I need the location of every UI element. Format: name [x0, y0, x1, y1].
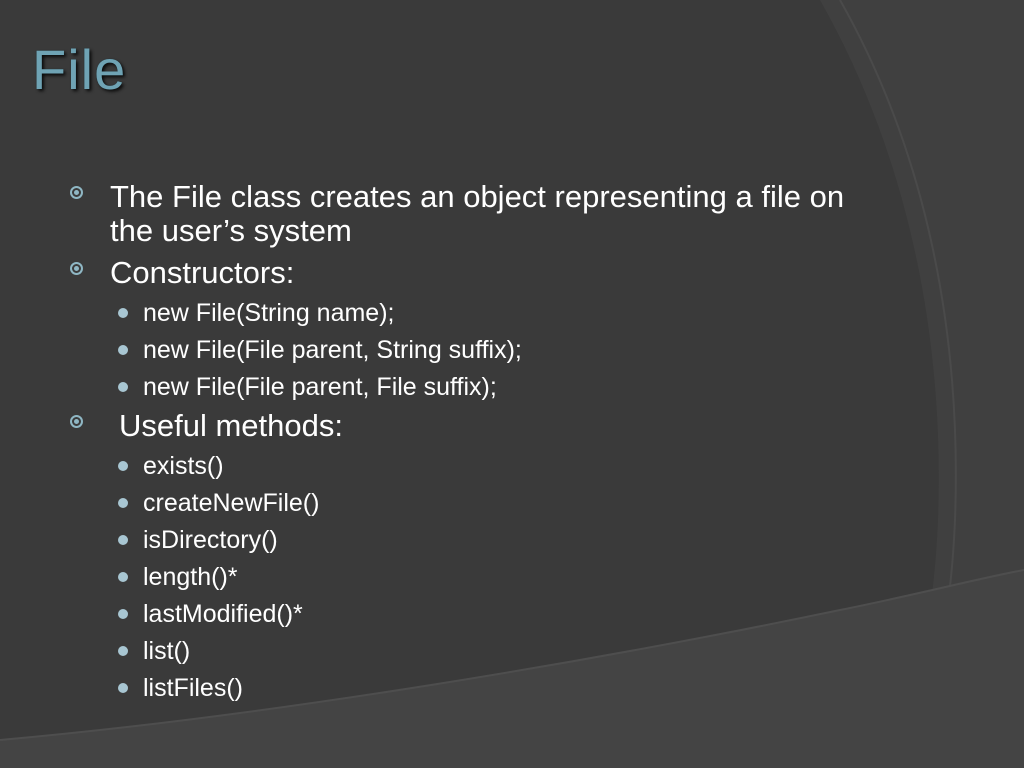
sub-bullet-item: new File(File parent, File suffix);	[118, 372, 1024, 402]
sub-bullet-list: new File(String name); new File(File par…	[0, 298, 1024, 402]
sub-bullet-text: new File(File parent, String suffix);	[143, 336, 522, 364]
sub-bullet-item: new File(File parent, String suffix);	[118, 335, 1024, 365]
bullet-text: Constructors:	[110, 255, 295, 290]
sub-bullet-text: exists()	[143, 452, 224, 480]
dot-bullet-icon	[118, 461, 128, 471]
bullet-item: Constructors:	[70, 255, 870, 290]
sub-bullet-item: isDirectory()	[118, 525, 1024, 555]
sub-bullet-text: list()	[143, 637, 191, 665]
dot-bullet-icon	[118, 382, 128, 392]
sub-bullet-text: new File(File parent, File suffix);	[143, 373, 497, 401]
dot-bullet-icon	[118, 308, 128, 318]
sub-bullet-item: list()	[118, 636, 1024, 666]
circle-bullet-icon	[70, 262, 83, 275]
dot-bullet-icon	[118, 498, 128, 508]
sub-bullet-list: exists() createNewFile() isDirectory() l…	[0, 451, 1024, 703]
sub-bullet-item: exists()	[118, 451, 1024, 481]
bullet-item: Useful methods:	[70, 408, 879, 443]
dot-bullet-icon	[118, 646, 128, 656]
sub-bullet-text: listFiles()	[143, 674, 243, 702]
dot-bullet-icon	[118, 345, 128, 355]
bullet-text: The File class creates an object represe…	[110, 179, 845, 248]
dot-bullet-icon	[118, 683, 128, 693]
sub-bullet-item: lastModified()*	[118, 599, 1024, 629]
sub-bullet-text: createNewFile()	[143, 489, 320, 517]
bullet-item: The File class creates an object represe…	[70, 179, 870, 248]
sub-bullet-text: isDirectory()	[143, 526, 278, 554]
sub-bullet-text: new File(String name);	[143, 299, 395, 327]
dot-bullet-icon	[118, 535, 128, 545]
circle-bullet-icon	[70, 415, 83, 428]
sub-bullet-item: listFiles()	[118, 673, 1024, 703]
sub-bullet-item: length()*	[118, 562, 1024, 592]
circle-bullet-icon	[70, 186, 83, 199]
sub-bullet-item: new File(String name);	[118, 298, 1024, 328]
slide-title: File	[32, 38, 127, 101]
bullet-list: The File class creates an object represe…	[0, 180, 1024, 710]
dot-bullet-icon	[118, 609, 128, 619]
dot-bullet-icon	[118, 572, 128, 582]
sub-bullet-item: createNewFile()	[118, 488, 1024, 518]
sub-bullet-text: lastModified()*	[143, 600, 303, 628]
bullet-text: Useful methods:	[119, 408, 343, 443]
sub-bullet-text: length()*	[143, 563, 238, 591]
